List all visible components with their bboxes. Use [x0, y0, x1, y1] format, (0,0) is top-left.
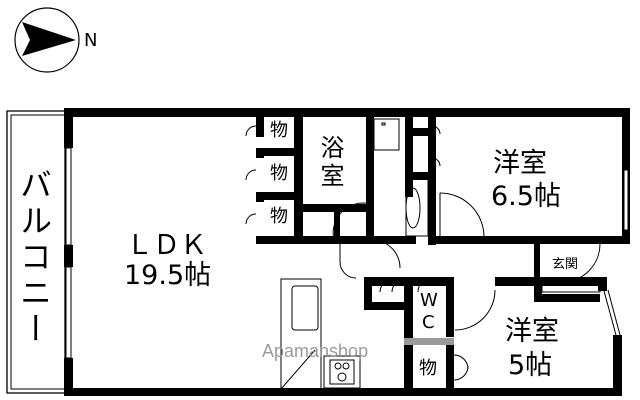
bath-fixtures	[373, 118, 429, 237]
western-room-1-size: 6.5帖	[491, 181, 561, 212]
ldk-size: 19.5帖	[124, 260, 212, 291]
watermark: Apamanshop	[262, 341, 369, 361]
storage-label-2: 物	[270, 163, 288, 184]
storage-label-4: 物	[419, 358, 437, 379]
balcony-windows	[65, 147, 72, 359]
balcony-label: バルコニー	[15, 168, 53, 348]
western-room-2-name: 洋室	[505, 316, 559, 347]
wc-label-line2: C	[422, 312, 435, 333]
storage-label-1: 物	[270, 120, 288, 141]
western-room-1-name: 洋室	[493, 148, 547, 179]
north-arrow-icon	[14, 7, 80, 73]
western-room-2-size: 5帖	[508, 350, 553, 381]
door-swings	[245, 125, 601, 381]
kitchen-counter	[280, 278, 361, 390]
wc-label-line1: W	[420, 290, 438, 311]
bath-label: 浴室	[316, 135, 344, 191]
storage-label-3: 物	[270, 206, 288, 227]
entrance-label: 玄関	[552, 257, 579, 272]
compass-label: N	[84, 30, 98, 51]
ldk-name: ＬＤＫ	[126, 230, 207, 261]
